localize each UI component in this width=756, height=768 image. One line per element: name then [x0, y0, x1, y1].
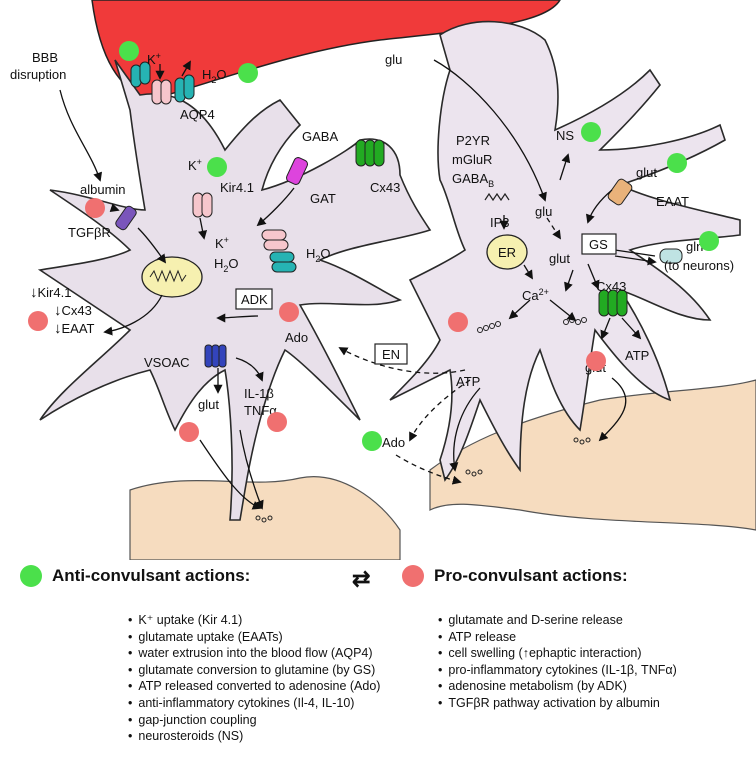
glu-top-label: glu [385, 52, 402, 67]
glut-right-top-label: glut [636, 165, 657, 180]
anti-convulsant-title: Anti-convulsant actions: [52, 566, 251, 585]
atp-right-label: ATP [625, 348, 649, 363]
glut-mid-label: glut [549, 251, 570, 266]
list-item: pro-inflammatory cytokines (IL-1β, TNFα) [438, 662, 676, 679]
er-label: ER [498, 245, 516, 260]
list-item: neurosteroids (NS) [128, 728, 380, 745]
list-item: adenosine metabolism (by ADK) [438, 678, 677, 695]
adk-label: ADK [241, 292, 268, 307]
nucleus [141, 256, 203, 298]
list-item: ATP release [438, 629, 677, 646]
mglur-label: mGluR [452, 152, 492, 167]
right-astrocyte [389, 20, 741, 482]
bbb-label-1: BBB [32, 50, 58, 65]
gs-label: GS [589, 237, 608, 252]
list-item: glutamate and D-serine release [438, 612, 677, 629]
aqp4-channels [130, 61, 297, 273]
eaat-channel [607, 178, 633, 206]
cx43-down-label: ↓Cx43 [54, 302, 92, 319]
gabab-label: GABAB [452, 171, 494, 189]
pro-dot-icon [402, 565, 424, 587]
gat-channel [285, 157, 309, 185]
list-item: K⁺ uptake (Kir 4.1) [128, 612, 380, 629]
atp-left-label: ATP [456, 374, 480, 389]
ns-label: NS [556, 128, 574, 143]
list-item: ATP released converted to adenosine (Ado… [128, 678, 380, 695]
bbb-label-2: disruption [10, 67, 66, 82]
list-item: gap-junction coupling [128, 712, 380, 729]
k-label-kir: K+ [188, 157, 202, 173]
eaat-down-label: ↓EAAT [54, 320, 95, 337]
to-neurons-label: (to neurons) [664, 258, 734, 273]
kir-channels [151, 79, 289, 251]
en-label: EN [382, 347, 400, 362]
arrows [59, 59, 657, 510]
aqp4-label: AQP4 [180, 107, 215, 122]
tnfa-label: TNFα [244, 403, 277, 418]
dashed-arrows [338, 217, 561, 485]
list-item: cell swelling (↑ephaptic interaction) [438, 645, 677, 662]
list-item: TGFβR pathway activation by albumin [438, 695, 677, 712]
ado-left-label: Ado [285, 330, 308, 345]
h2o-label-mid: H2O [214, 256, 239, 274]
kir-down-label: ↓Kir4.1 [30, 284, 71, 301]
vsoac-label: VSOAC [144, 355, 190, 370]
albumin-label: albumin [80, 182, 126, 197]
left-astrocyte [37, 59, 432, 521]
k-label-top: K+ [147, 51, 161, 67]
pro-convulsant-list: glutamate and D-serine release ATP relea… [438, 612, 677, 712]
h2o-label-right: H2O [306, 246, 331, 264]
list-item: anti-inflammatory cytokines (Il-4, IL-10… [128, 695, 380, 712]
gaba-label: GABA [302, 129, 338, 144]
list-item: water extrusion into the blood flow (AQP… [128, 645, 380, 662]
h2o-label-top: H2O [202, 67, 227, 85]
cx43-channels [355, 139, 628, 317]
anti-convulsant-dots [119, 41, 719, 451]
anti-convulsant-list: K⁺ uptake (Kir 4.1) glutamate uptake (EA… [128, 612, 380, 745]
swap-arrows-icon: ⇄ [352, 566, 371, 591]
vsoac-channel [204, 344, 227, 368]
glut-left-label: glut [198, 397, 219, 412]
p2yr-label: P2YR [456, 133, 490, 148]
pro-convulsant-legend: Pro-convulsant actions: [402, 565, 628, 587]
anti-convulsant-legend: Anti-convulsant actions: [20, 565, 250, 587]
p2yr-receptor [484, 192, 510, 202]
il1b-label: IL-1β [244, 386, 274, 401]
endoplasmic-reticulum [486, 234, 528, 270]
k-label-mid: K+ [215, 235, 229, 251]
anti-dot-icon [20, 565, 42, 587]
pro-convulsant-dots [28, 198, 606, 442]
gln-label: gln [686, 239, 703, 254]
label-boxes [235, 233, 617, 365]
astrocyte-diagram: BBB disruption K+ H2O AQP4 GABA K+ Kir4.… [10, 0, 756, 560]
cx43-top-label: Cx43 [370, 180, 400, 195]
gat-label: GAT [310, 191, 336, 206]
ado-bottom-label: Ado [382, 435, 405, 450]
kir-label: Kir4.1 [220, 180, 254, 195]
pro-convulsant-title: Pro-convulsant actions: [434, 566, 628, 585]
glu-mid-label: glu [535, 204, 552, 219]
tgfbr-label: TGFβR [68, 225, 111, 240]
ca-label: Ca2+ [522, 287, 549, 303]
cx43-right-label: Cx43 [596, 279, 626, 294]
ip3-label: IP3 [490, 215, 510, 230]
gln-transporter [659, 248, 683, 264]
list-item: glutamate conversion to glutamine (by GS… [128, 662, 380, 679]
tgfbr-receptor [115, 205, 137, 231]
list-item: glutamate uptake (EAATs) [128, 629, 380, 646]
eaat-label: EAAT [656, 194, 689, 209]
